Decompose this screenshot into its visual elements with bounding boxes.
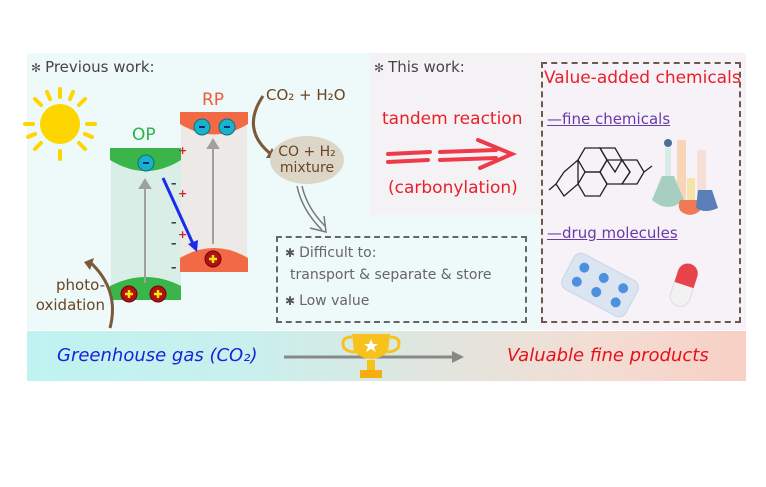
drug-molecules-link[interactable]: —drug molecules: [547, 224, 678, 242]
svg-text:+: +: [178, 144, 187, 157]
this-work-title: ✻This work:: [374, 60, 465, 75]
svg-text:–: –: [171, 237, 177, 250]
sun-icon: [23, 87, 97, 161]
carbonylation-label: (carbonylation): [388, 178, 518, 198]
electron-icons: [137, 118, 236, 172]
this-work-title-text: This work:: [388, 58, 465, 76]
sparkle-bullet-icon: ✻: [374, 61, 385, 75]
mixture-cloud: [270, 136, 344, 184]
bug-bullet-icon: ✱: [285, 294, 296, 308]
sparkle-bullet-icon: ✻: [31, 61, 42, 75]
drawback-item-1: ✱Difficult to:: [285, 246, 376, 260]
products-label: CO + H₂ mixture: [277, 144, 337, 176]
op-label: OP: [132, 125, 156, 145]
drawbacks-box: [276, 236, 527, 323]
svg-text:–: –: [171, 216, 177, 229]
products-line1: CO + H₂: [278, 144, 336, 160]
valuable-products-label: Valuable fine products: [507, 345, 709, 366]
fine-chemicals-link[interactable]: —fine chemicals: [547, 110, 671, 128]
previous-work-title: ✻Previous work:: [31, 60, 155, 75]
products-line2: mixture: [279, 160, 335, 177]
drawback-item-2: ✱Low value: [285, 294, 369, 308]
drawback-item-1-text: Difficult to:: [299, 245, 377, 261]
molecule-structure-icon: [548, 147, 653, 197]
svg-text:+: +: [178, 228, 187, 241]
value-added-title: Value-added chemicals: [544, 68, 741, 88]
bug-bullet-icon: ✱: [285, 246, 296, 260]
lab-flasks-icon: [652, 139, 718, 215]
svg-text:+: +: [178, 187, 187, 200]
this-work-panel: [370, 53, 540, 215]
svg-text:–: –: [171, 261, 177, 274]
reactants-label: CO₂ + H₂O: [266, 86, 346, 104]
photo-oxidation-line1: photo-: [56, 276, 105, 294]
tandem-reaction-label: tandem reaction: [382, 109, 523, 129]
svg-text:–: –: [171, 177, 177, 190]
greenhouse-gas-label: Greenhouse gas (CO₂): [57, 345, 258, 366]
photo-oxidation-line2: oxidation: [35, 295, 105, 314]
drawback-item-1-detail: transport & separate & store: [290, 267, 492, 283]
value-added-border: [541, 62, 741, 323]
pill-blister-icon: [561, 252, 639, 318]
trophy-icon: [341, 334, 401, 378]
tandem-arrow: [386, 138, 518, 170]
hole-icons: [120, 250, 222, 303]
drawback-item-2-text: Low value: [299, 293, 370, 309]
capsule-icon: [669, 263, 699, 307]
previous-work-title-text: Previous work:: [45, 58, 155, 76]
photo-oxidation-label: photo- oxidation: [29, 276, 105, 315]
rp-label: RP: [202, 90, 225, 110]
